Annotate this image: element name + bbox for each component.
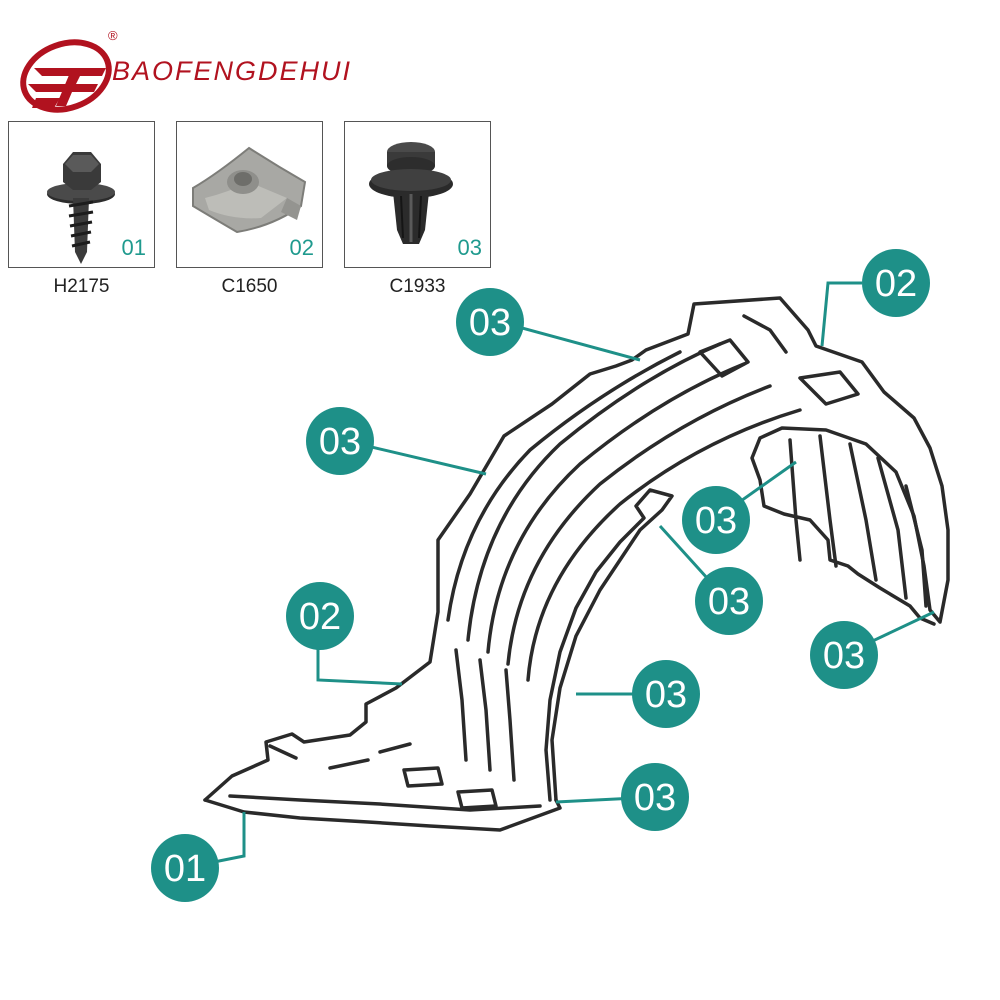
callout-label: 03 <box>319 421 361 463</box>
liner-outer-edge <box>203 296 950 802</box>
callout-label: 02 <box>299 596 341 638</box>
callout-circle <box>682 486 750 554</box>
part-number-02: 02 <box>289 235 314 260</box>
part-box-02: 02 <box>176 121 323 268</box>
part-box-03: 03 <box>344 121 491 268</box>
callout-circle <box>306 407 374 475</box>
liner-inner-edge <box>544 488 674 802</box>
callout-label: 03 <box>469 302 511 344</box>
callout-03-8: 03 <box>632 660 700 728</box>
callout-02-6: 02 <box>286 582 354 650</box>
callout-circle <box>286 582 354 650</box>
u-nut-clip-icon <box>192 146 307 234</box>
callout-label: 03 <box>708 581 750 623</box>
callout-label: 03 <box>645 674 687 716</box>
push-rivet-clip-icon <box>369 142 453 244</box>
callout-03-3: 03 <box>306 407 374 475</box>
callout-label: 03 <box>634 777 676 819</box>
bf-logo-icon <box>20 39 112 113</box>
callout-circle <box>695 567 763 635</box>
callout-03-1: 03 <box>456 288 524 356</box>
part-number-01: 01 <box>121 235 146 260</box>
callout-label: 03 <box>823 635 865 677</box>
callout-circle <box>621 763 689 831</box>
callout-label: 02 <box>875 263 917 305</box>
part-code-03: C1933 <box>389 276 446 297</box>
part-number-03: 03 <box>457 235 482 260</box>
part-box-01: 01 <box>8 121 155 268</box>
callout-03-7: 03 <box>810 621 878 689</box>
callout-03-5: 03 <box>695 567 763 635</box>
liner-bottom-flange <box>203 798 562 832</box>
callout-circle <box>810 621 878 689</box>
part-code-02: C1650 <box>221 276 278 297</box>
callout-circle <box>862 249 930 317</box>
callout-01-10: 01 <box>151 834 219 902</box>
callout-03-4: 03 <box>682 486 750 554</box>
callout-circle <box>456 288 524 356</box>
registered-mark: ® <box>108 28 118 43</box>
part-code-01: H2175 <box>53 276 110 297</box>
screw-with-washer-icon <box>47 152 115 264</box>
callout-03-9: 03 <box>621 763 689 831</box>
brand-name: BAOFENGDEHUI <box>112 56 353 86</box>
callout-02-2: 02 <box>862 249 930 317</box>
callout-circle <box>632 660 700 728</box>
callout-circle <box>151 834 219 902</box>
callout-label: 03 <box>695 500 737 542</box>
callout-label: 01 <box>164 848 206 890</box>
